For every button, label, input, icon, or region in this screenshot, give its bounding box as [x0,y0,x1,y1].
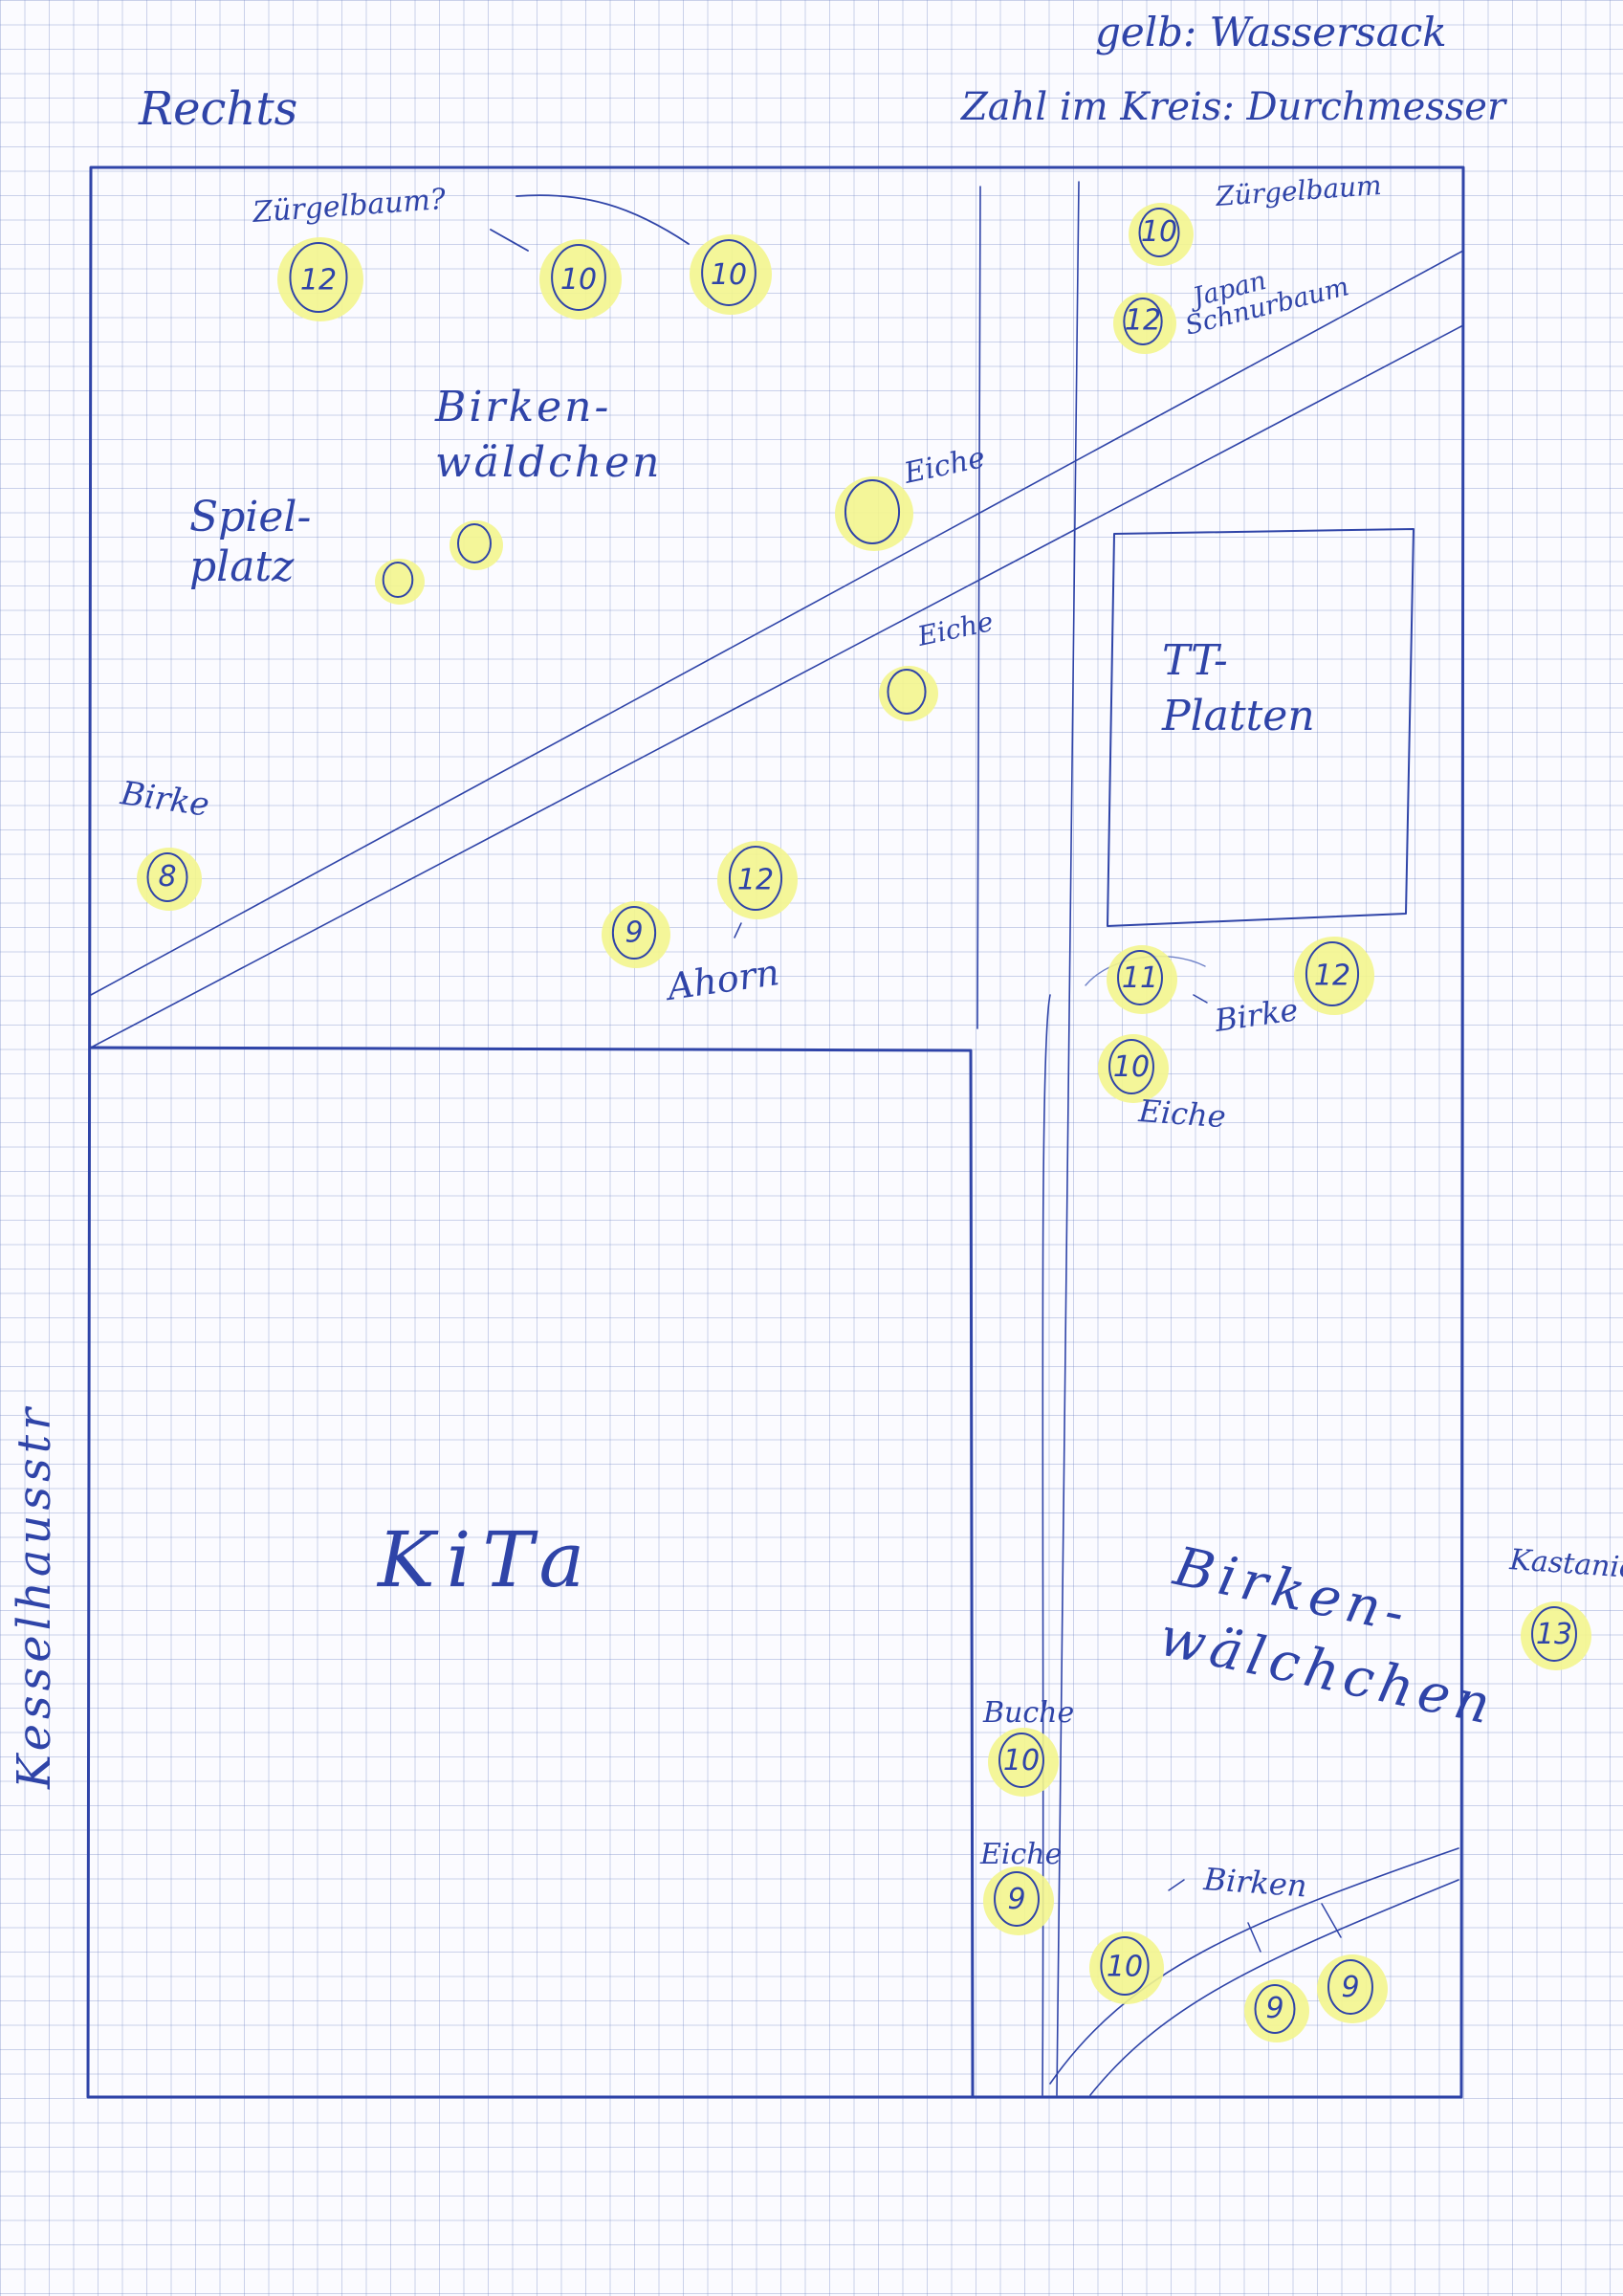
tree-marker-eiche-top: Eiche [835,441,988,551]
tree-species-label: Eiche [979,1838,1062,1871]
label-kita: KiTa [376,1515,596,1604]
bracket-line [515,194,690,245]
tree-species-label: Birke [1212,991,1301,1039]
label-birkenwaeldchen-top: Birken-wäldchen [434,383,663,487]
tree-marker-birke-11: 11 [1107,945,1177,1014]
tree-diameter: 12 [1314,960,1350,993]
kita-outline [89,1046,975,2099]
path-line [1042,994,1051,2096]
tree-circle-icon [994,1871,1040,1927]
label-street: Kesselhausstr [8,1403,61,1790]
tree-species-label: Buche [982,1696,1074,1730]
tree-circle-icon [1531,1606,1577,1662]
water-bag-highlight [835,476,913,551]
tree-marker-zuergelbaum-left: 12 Zürgelbaum? [251,183,448,321]
tree-circle-icon [998,1733,1044,1788]
tree-diameter: 12 [737,864,774,897]
tree-circle-icon [457,523,492,563]
tree-diameter: 10 [711,258,747,292]
label-tt-platten: TT-Platten [1161,636,1315,740]
tree-circle-icon [1117,950,1163,1005]
tree-marker-birken-9-b: 9 [1317,1954,1388,2023]
tree-marker-birken-10: 10 Birken [1089,1861,1308,2004]
tree-circle-icon [1123,298,1163,345]
tree-circle-icon [611,906,657,960]
tree-diameter: 8 [158,860,176,894]
tree-marker-eiche-9: 9 Eiche [979,1838,1062,1935]
tree-marker-birkenwaeldchen-a [375,559,425,605]
site-boundary [86,166,1465,2099]
tree-circle-icon [1254,1984,1296,2034]
bracket-line [490,229,529,252]
tree-layer: 12 Zürgelbaum? 10 10 10 Zürgelbaum 12 JapanSchn… [118,169,1623,2042]
tt-platten-outline [1107,528,1415,927]
tree-species-label: Zürgelbaum [1214,169,1382,212]
tree-circle-icon [1100,1936,1150,1996]
tree-diameter: 10 [1107,1951,1143,1984]
tree-circle-icon [1305,941,1360,1006]
tree-diameter: 12 [1125,303,1161,337]
label-spielplatz: Spiel-platz [189,493,311,591]
tree-circle-icon [382,562,414,598]
tree-species-label: Birke [118,774,211,825]
tree-diameter: 11 [1122,961,1158,995]
tree-diameter: 9 [1007,1883,1025,1916]
tree-diameter: 12 [300,264,337,298]
tree-circle-icon [887,669,927,715]
tree-species-label: JapanSchnurbaum [1176,247,1352,342]
tree-circle-icon [146,852,188,902]
water-bag-highlight [1113,293,1176,354]
tree-diameter: 10 [560,263,597,297]
tree-marker-birke-8: 8 Birke [118,774,211,911]
tree-circle-icon [728,846,783,911]
tree-circle-icon [1108,1039,1154,1094]
diagonal-path [90,324,1464,1049]
path-line [976,186,981,1029]
tree-species-label: Eiche [900,441,988,491]
tree-marker-tree-10-a: 10 [539,239,622,320]
tree-species-label: Eiche [914,606,997,652]
tree-diameter: 10 [1003,1744,1040,1777]
tree-species-label: Zürgelbaum? [251,183,448,230]
leader-tick [1321,1903,1342,1938]
tree-marker-birkenwaeldchen-b [450,520,503,570]
tree-circle-icon [1138,208,1180,257]
leader-tick [734,922,742,938]
tree-diameter: 13 [1536,1618,1572,1651]
leader-tick [1247,1922,1261,1953]
tree-diameter: 9 [1265,1992,1283,2025]
tree-circle-icon [844,479,901,544]
tree-diameter: 9 [1341,1971,1359,2004]
tree-species-label: Eiche [1136,1093,1226,1135]
legend-line-2: Zahl im Kreis: Durchmesser [959,85,1508,129]
tree-marker-buche-10: 10 Buche [982,1696,1074,1797]
tree-diameter: 10 [1141,215,1177,249]
tree-diameter: 10 [1113,1050,1150,1084]
legend-line-1: gelb: Wassersack [1095,9,1447,55]
leader-tick [1168,1879,1185,1891]
path-line [1056,181,1080,2096]
tree-circle-icon [1327,1959,1373,2015]
tree-diameter: 9 [625,916,643,949]
tree-species-label: Birken [1201,1861,1307,1905]
leader-tick [1193,994,1208,1004]
bottom-path [1049,1847,1459,2085]
tree-circle-icon [701,239,757,306]
tree-marker-tree-10-b: 10 [690,234,772,315]
tree-circle-icon [289,242,348,313]
label-rechts: Rechts [138,82,297,136]
tree-species-label: Ahorn [662,951,781,1008]
tree-species-label: Kastanie [1507,1543,1623,1585]
diagonal-path [90,250,1464,996]
tree-circle-icon [551,244,606,311]
tree-marker-birken-9-a: 9 [1244,1979,1309,2042]
tree-marker-kastanie-13: 13 Kastanie [1507,1543,1623,1670]
tree-marker-zuergelbaum-right: 10 Zürgelbaum [1129,169,1383,266]
bottom-path [1089,1879,1459,2096]
tree-marker-ahorn-9: 9 [602,901,670,968]
